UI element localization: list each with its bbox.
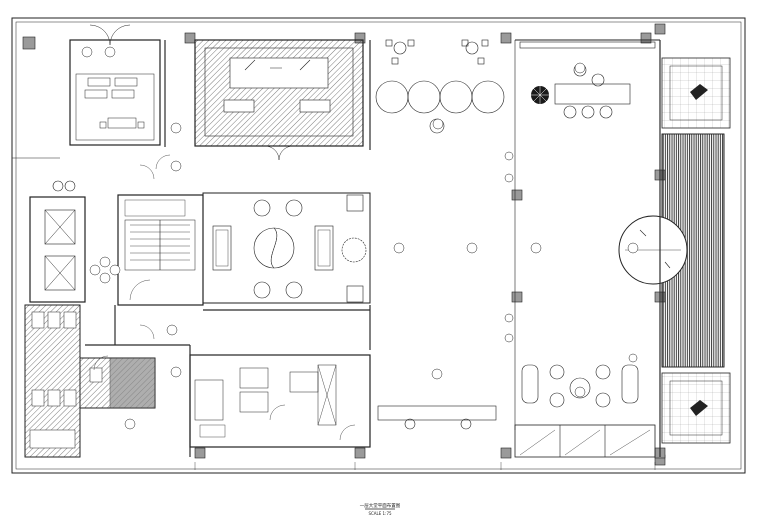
bar-area bbox=[515, 39, 660, 119]
landscape-box-bottom bbox=[661, 372, 731, 444]
elevation-markers bbox=[81, 46, 639, 430]
right-lounge bbox=[514, 40, 656, 458]
display-area-hatched bbox=[194, 39, 364, 161]
office-top-left bbox=[69, 24, 161, 146]
restrooms bbox=[24, 304, 156, 458]
feature-circle bbox=[618, 215, 688, 285]
landscape-box-top bbox=[661, 57, 731, 129]
office-bottom bbox=[189, 354, 371, 448]
drawing-scale: SCALE 1:75 bbox=[368, 511, 392, 516]
stairwell bbox=[117, 194, 204, 306]
drawing-title: 一层大堂平面布置图 bbox=[359, 504, 401, 509]
door-swings bbox=[93, 154, 171, 371]
dimension-ticks bbox=[194, 462, 656, 470]
top-lounge bbox=[375, 39, 505, 134]
elevator-core bbox=[29, 180, 86, 303]
plant-icon bbox=[531, 86, 549, 104]
front-desk bbox=[377, 405, 497, 430]
building-outline bbox=[11, 17, 746, 474]
central-lounge bbox=[202, 192, 371, 304]
interior-walls bbox=[85, 40, 661, 457]
